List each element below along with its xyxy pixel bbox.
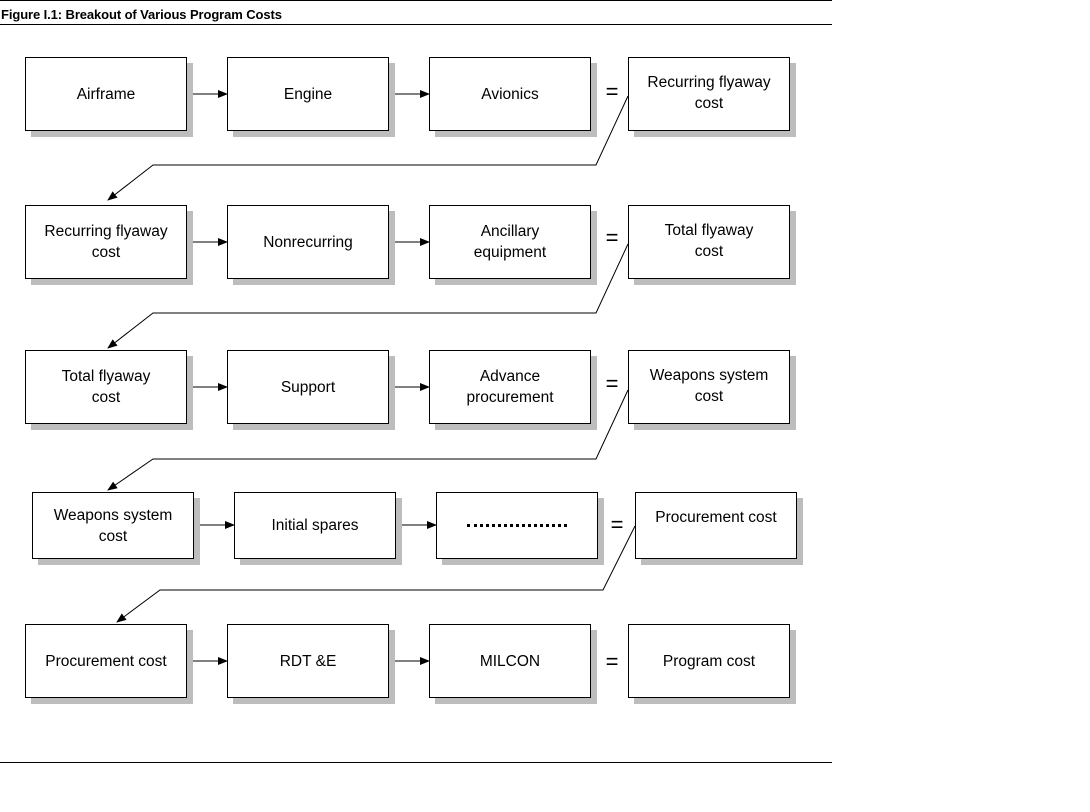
box-engine: Engine (227, 57, 389, 131)
box-weapons-system-cost-2: Weapons system cost (32, 492, 194, 559)
box-nonrecurring: Nonrecurring (227, 205, 389, 279)
bottom-rule (0, 762, 832, 763)
title-underline (0, 24, 832, 25)
box-advance-procurement: Advance procurement (429, 350, 591, 424)
equals-sign: = (610, 512, 624, 537)
box-total-flyaway-cost: Total flyaway cost (628, 205, 790, 279)
box-procurement-cost-2: Procurement cost (25, 624, 187, 698)
carry-connector-1 (107, 95, 629, 201)
box-weapons-system-cost: Weapons system cost (628, 350, 790, 424)
box-program-cost: Program cost (628, 624, 790, 698)
equals-sign: = (605, 79, 619, 104)
box-airframe: Airframe (25, 57, 187, 131)
box-milcon: MILCON (429, 624, 591, 698)
dotted-line (467, 524, 567, 527)
carry-connector-2 (107, 243, 629, 349)
box-recurring-flyaway-cost-2: Recurring flyaway cost (25, 205, 187, 279)
box-avionics: Avionics (429, 57, 591, 131)
box-total-flyaway-cost-2: Total flyaway cost (25, 350, 187, 424)
box-procurement-cost: Procurement cost (635, 492, 797, 559)
box-support: Support (227, 350, 389, 424)
equals-sign: = (605, 371, 619, 396)
box-rdte: RDT &E (227, 624, 389, 698)
box-initial-spares: Initial spares (234, 492, 396, 559)
equals-sign: = (605, 225, 619, 250)
figure-title: Figure I.1: Breakout of Various Program … (1, 7, 282, 22)
top-rule (0, 0, 832, 1)
carry-connector-3 (107, 389, 629, 491)
box-ancillary-equipment: Ancillary equipment (429, 205, 591, 279)
carry-connector-4 (116, 525, 636, 623)
box-recurring-flyaway-cost: Recurring flyaway cost (628, 57, 790, 131)
box-ellipsis (436, 492, 598, 559)
equals-sign: = (605, 649, 619, 674)
